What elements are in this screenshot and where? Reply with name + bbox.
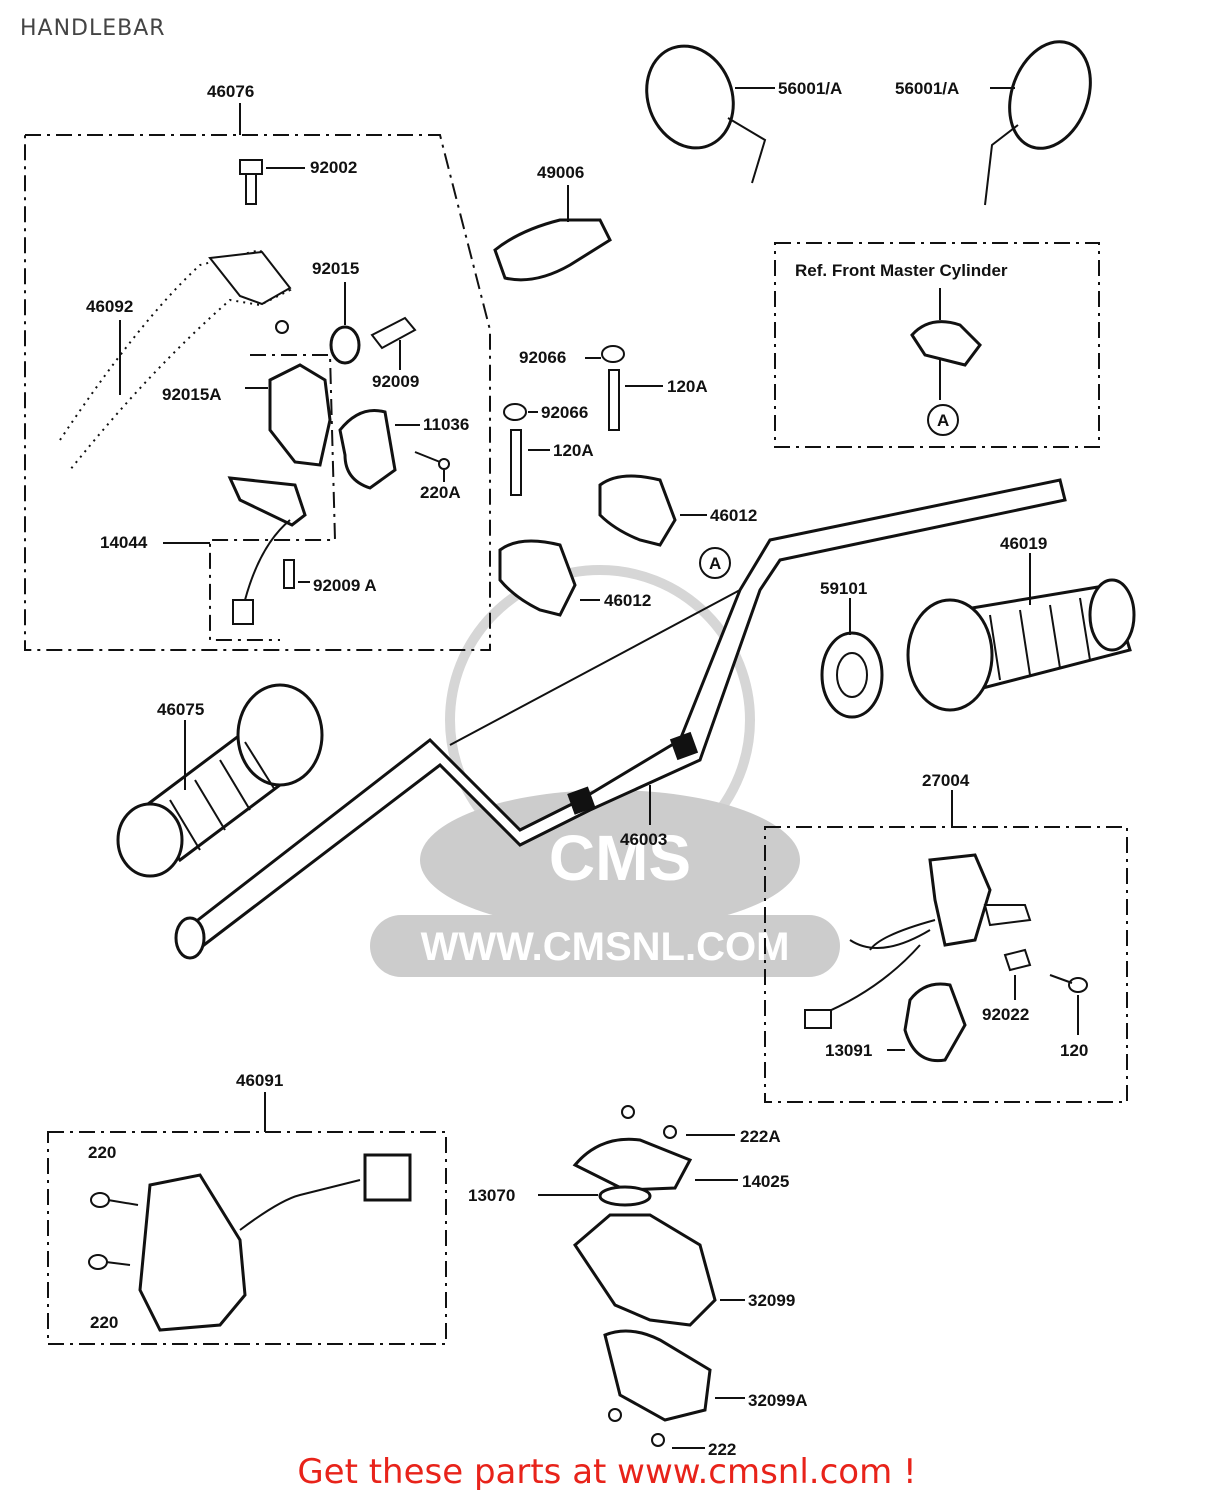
label-92015: 92015	[312, 259, 359, 278]
nut-92015: 92015	[312, 259, 361, 365]
mirror-right-56001A: 56001/A	[895, 40, 1092, 206]
label-46019: 46019	[1000, 534, 1047, 553]
screw-222A: 222A	[621, 1105, 781, 1146]
watermark-url: WWW.CMSNL.COM	[421, 925, 790, 969]
label-46092: 46092	[86, 297, 133, 316]
label-11036: 11036	[423, 415, 469, 434]
clamp-11036: 11036	[338, 409, 469, 490]
label-220-bottom: 220	[90, 1313, 118, 1332]
screw-222: 222	[608, 1408, 736, 1459]
ref-front-master-cylinder-box: Ref. Front Master Cylinder A	[774, 242, 1100, 448]
label-46012-bottom: 46012	[604, 591, 651, 610]
label-120: 120	[1060, 1041, 1088, 1060]
label-32099: 32099	[748, 1291, 795, 1310]
label-32099A: 32099A	[748, 1391, 808, 1410]
group-46076: 46076	[24, 82, 491, 651]
bolt-92009: 92009	[370, 316, 419, 391]
label-120A-mid: 120A	[553, 441, 594, 460]
label-220-top: 220	[88, 1143, 116, 1162]
label-14044: 14044	[100, 533, 148, 552]
screw-220A: 220A	[414, 451, 461, 502]
grip-left-46075: 46075	[116, 683, 324, 878]
label-13070: 13070	[468, 1186, 515, 1205]
label-27004: 27004	[922, 771, 970, 790]
label-92002: 92002	[310, 158, 357, 177]
label-222: 222	[708, 1440, 736, 1459]
label-56001A-right: 56001/A	[895, 79, 959, 98]
footer-promo-link[interactable]: Get these parts at www.cmsnl.com !	[297, 1452, 917, 1492]
screw-92066-mid: 92066 120A	[503, 403, 594, 496]
housing-32099A: 32099A	[603, 1329, 808, 1422]
label-120A-top: 120A	[667, 377, 708, 396]
lever-46092: 46092	[59, 248, 292, 471]
label-46003: 46003	[620, 830, 667, 849]
label-92066-top: 92066	[519, 348, 566, 367]
bolt-92002: 92002	[239, 158, 357, 205]
cover-49006: 49006	[493, 163, 612, 282]
page-title: HANDLEBAR	[20, 16, 166, 41]
label-92066-mid: 92066	[541, 403, 588, 422]
housing-32099: 32099	[573, 1213, 795, 1327]
screw-92066-top: 92066 120A	[519, 345, 708, 431]
label-46075: 46075	[157, 700, 204, 719]
label-222A: 222A	[740, 1127, 781, 1146]
holder-46012-bottom: 46012	[498, 539, 651, 617]
label-13091: 13091	[825, 1041, 872, 1060]
pulley-59101: 59101	[820, 579, 884, 719]
label-59101: 59101	[820, 579, 867, 598]
group-27004: 27004 13091 92022 120	[764, 771, 1128, 1103]
mirror-left-56001A: 56001/A	[645, 44, 842, 184]
watermark: CMS WWW.CMSNL.COM	[370, 565, 840, 977]
label-46076: 46076	[207, 82, 254, 101]
label-46012-top: 46012	[710, 506, 757, 525]
label-220A: 220A	[420, 483, 461, 502]
label-92009A: 92009 A	[313, 576, 377, 595]
switch-14044: 14044	[100, 476, 307, 625]
group-46091: 46091 220 220	[47, 1071, 447, 1345]
ref-box-marker: A	[937, 411, 949, 430]
washer-13070: 13070	[468, 1185, 652, 1207]
watermark-brand: CMS	[549, 822, 691, 894]
label-49006: 49006	[537, 163, 584, 182]
label-92022: 92022	[982, 1005, 1029, 1024]
label-56001A-left: 56001/A	[778, 79, 842, 98]
label-14025: 14025	[742, 1172, 789, 1191]
label-92015A: 92015A	[162, 385, 222, 404]
holder-46012-top: 46012	[598, 474, 757, 547]
handlebar-marker: A	[709, 554, 721, 573]
handlebar-46003: 46003 A	[174, 478, 1067, 960]
bracket-92015A: 92015A	[162, 320, 337, 641]
bolt-92009A: 92009 A	[283, 559, 377, 595]
cover-14025: 14025	[572, 1137, 789, 1192]
grip-right-46019: 46019	[906, 534, 1136, 712]
ref-box-title: Ref. Front Master Cylinder	[795, 261, 1008, 280]
label-92009: 92009	[372, 372, 419, 391]
label-46091: 46091	[236, 1071, 283, 1090]
